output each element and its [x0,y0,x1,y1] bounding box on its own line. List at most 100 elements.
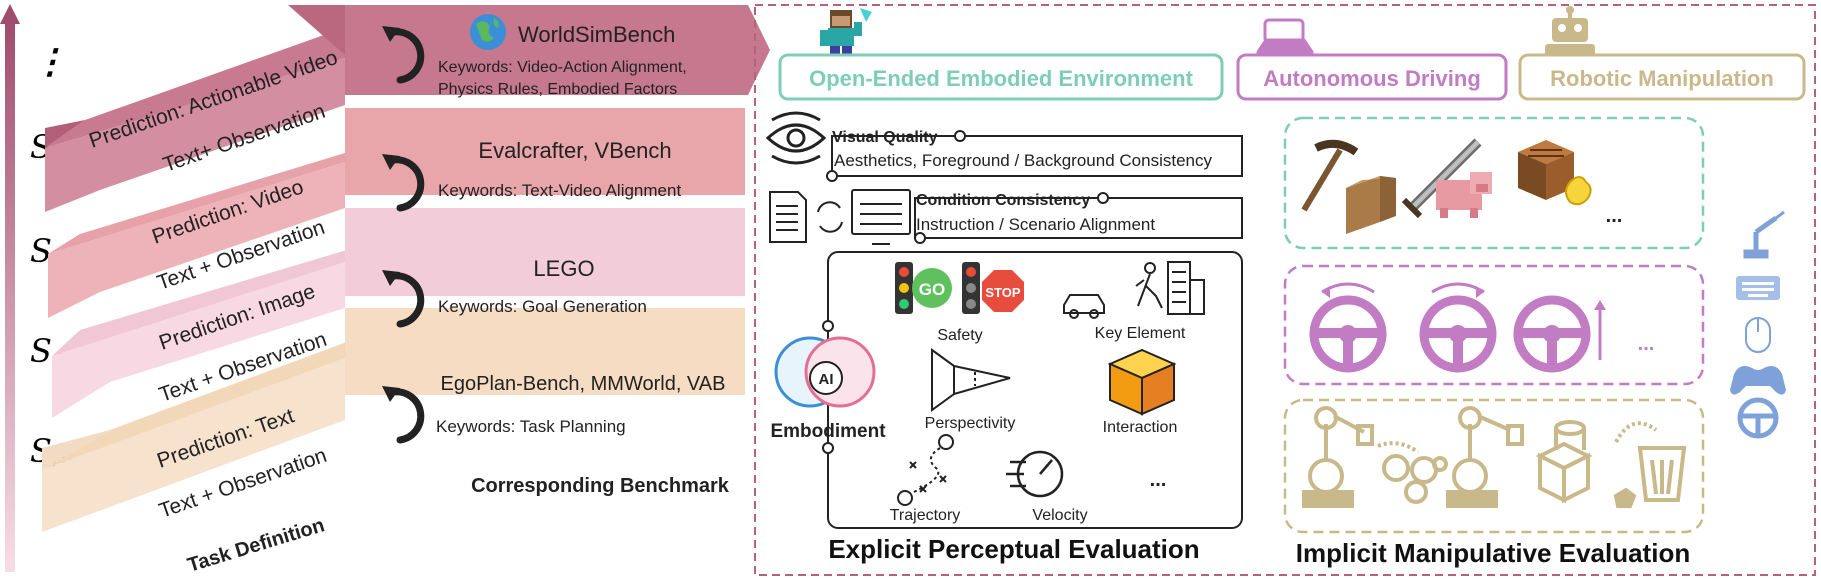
scenario-embodied-label: Open-Ended Embodied Environment [809,66,1193,91]
robot-icon [1545,6,1595,58]
velocity-label: Velocity [1032,507,1087,524]
step-s2 [48,108,745,318]
document-icon [769,191,807,243]
condition-desc: Instruction / Scenario Alignment [916,215,1155,234]
gold-item-icon [1565,176,1592,206]
key-element-icons [1063,261,1205,319]
step-s0 [42,308,745,532]
implicit-evaluation-title: Implicit Manipulative Evaluation [1296,538,1690,568]
mouse-icon [1745,317,1771,353]
benchmark-texts: WorldSimBench Keywords: Video-Action Ali… [436,14,730,497]
ai-label: AI [819,371,834,388]
s3-benchmark-box [345,5,770,95]
sword-icon [1401,138,1482,219]
trajectory-icon [897,434,954,506]
items-ellipsis: ... [1606,205,1623,227]
task-definition-label: Task Definition [185,514,327,577]
benchmark-s0-title: EgoPlan-Bench, MMWorld, VAB [441,373,726,395]
perspectivity-label: Perspectivity [925,415,1016,432]
s2-benchmark-box [345,108,745,195]
step-s1 [52,208,745,418]
traffic-light-icon: GO STOP [895,262,1024,314]
scenario-tag-driving [1236,53,1508,101]
scenario-tag-robotic [1518,53,1806,101]
curved-arrow-icon [389,388,425,444]
step-s3 [45,5,770,212]
level-ellipsis: ⋮ [33,42,67,82]
pedestrian-icon [1144,262,1156,274]
benchmark-s2-title: Evalcrafter, VBench [478,138,671,163]
visual-quality-desc: Aesthetics, Foreground / Background Cons… [834,151,1212,170]
car-outline-icon [1063,294,1105,314]
robot-arm-icon [1302,406,1448,508]
gamepad-icon [1730,366,1786,395]
steering-wheel-icon [1309,282,1387,373]
keyboard-icon [1736,276,1780,300]
curved-arrow-icon [389,28,425,84]
brain-icon: AI [774,336,876,408]
curved-arrows [382,26,425,444]
scenario-tag-embodied [778,53,1224,101]
steering-wheel-icon [1513,295,1606,373]
eye-icon [765,111,827,165]
minecraft-character-icon [820,8,872,58]
s0-benchmark-box [345,308,745,395]
s2-prediction-face [48,130,420,254]
visual-quality-block: Visual Quality Aesthetics, Foreground / … [765,111,1243,182]
steering-wheel-action-icon [1737,397,1779,439]
globe-icon [470,14,506,50]
scenario-tags: Open-Ended Embodied Environment Autonomo… [778,53,1806,101]
building-icon [1167,261,1191,315]
pickaxe-icon [1301,139,1396,234]
steering-wheel-icon [1419,282,1497,373]
steering-wheels: ... [1309,282,1655,373]
driving-box [1283,264,1705,386]
embodiment-box [827,251,1243,529]
s2-input-face [48,162,345,318]
s1-prediction-face [52,228,420,356]
manipulation-box [1283,398,1705,534]
trash-icon [1613,421,1687,508]
monitor-icon [851,189,911,245]
robot-arm-action-icon [1743,210,1785,259]
benchmark-s3-keywords-2: Physics Rules, Embodied Factors [438,81,677,98]
scenario-robotic-label: Robotic Manipulation [1550,66,1774,91]
trajectory-label: Trajectory [890,507,961,524]
embodiment-label: Embodiment [770,421,886,442]
benchmark-s0-keywords: Keywords: Task Planning [436,417,626,436]
condition-consistency-block: Condition Consistency Instruction / Scen… [769,189,1243,245]
benchmark-s1-keywords: Keywords: Goal Generation [438,297,647,316]
embodied-environment-box [1283,116,1705,250]
s3-input-face [45,58,345,212]
minecraft-items: ... [1301,138,1623,234]
visual-quality-title: Visual Quality [832,129,938,146]
condition-title: Condition Consistency [916,192,1090,209]
benchmark-s3-title: WorldSimBench [518,22,675,47]
evaluation-panel [754,4,1816,576]
stop-sign-label: STOP [985,285,1020,300]
action-icons [1730,210,1786,439]
curved-arrow-icon [389,272,425,328]
cube-icon [1107,348,1177,416]
progression-axis [0,4,20,572]
interaction-label: Interaction [1103,419,1178,436]
s0-prediction-face [42,308,438,470]
key-element-label: Key Element [1095,325,1186,342]
wheels-ellipsis: ... [1638,333,1655,355]
s0-input-face [42,358,345,532]
s1-input-face [52,262,345,418]
explicit-evaluation-title: Explicit Perceptual Evaluation [828,534,1199,564]
s3-prediction-face [45,8,400,148]
velocity-icon [1006,450,1064,498]
go-sign-label: GO [919,280,945,299]
scenario-driving-label: Autonomous Driving [1263,66,1481,91]
benchmark-s3-keywords-1: Keywords: Video-Action Alignment, [438,59,687,76]
corresponding-benchmark-label: Corresponding Benchmark [471,475,730,497]
perspective-icon [931,348,1011,412]
benchmark-s1-title: LEGO [533,256,594,281]
benchmark-s2-keywords: Keywords: Text-Video Alignment [438,181,681,200]
safety-label: Safety [937,327,982,344]
robot-arm-icon [1446,406,1593,508]
pig-icon [1436,172,1492,218]
